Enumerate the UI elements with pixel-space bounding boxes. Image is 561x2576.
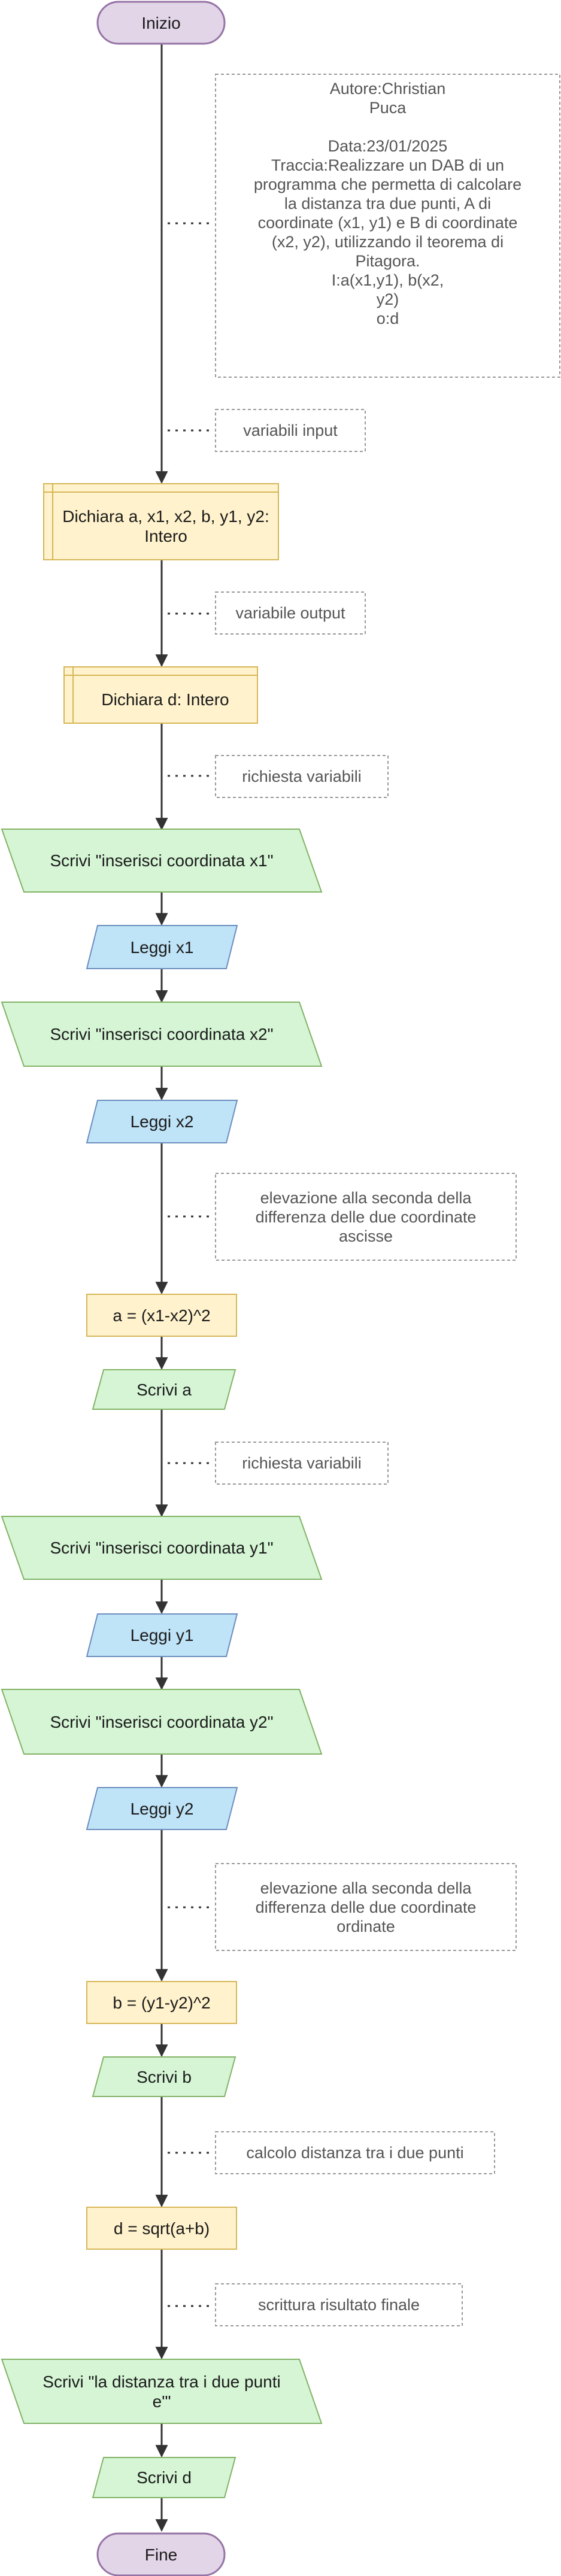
comment-author: Autore:Christian Puca Data:23/01/2025 Tr… (217, 75, 559, 376)
output-y1-label: Scrivi "inserisci coordinata y1" (50, 1539, 274, 1557)
process-b-label: b = (y1-y2)^2 (113, 1993, 211, 2012)
output-x1-label: Scrivi "inserisci coordinata x1" (50, 851, 274, 870)
author-line: Pitagora. (355, 252, 420, 270)
output-d-label: Scrivi d (137, 2468, 192, 2487)
author-line: I:a(x1,y1), b(x2, (331, 271, 444, 289)
declare-block-output (63, 666, 258, 724)
comment-box-author (215, 74, 560, 378)
process-block-b (86, 1981, 237, 2024)
start-terminal (96, 1, 226, 45)
output-y2-label: Scrivi "inserisci coordinata y2" (50, 1712, 274, 1731)
input-y1-label: Leggi y1 (130, 1626, 194, 1644)
end-label: Fine (144, 2545, 178, 2564)
output-block-x2 (1, 1002, 323, 1067)
input-block-y1 (86, 1613, 238, 1657)
output-block-msg (1, 2359, 323, 2424)
comment-box-request-x (215, 755, 389, 798)
declare-block-input (43, 483, 279, 560)
author-line: coordinate (x1, y1) e B di coordinate (257, 214, 518, 232)
comment-square-y: elevazione alla seconda della differenza… (255, 1879, 477, 1935)
comment-distance: calcolo distanza tra i due punti (246, 2144, 464, 2162)
output-msg-label: Scrivi "la distanza tra i due punti e'" (43, 2372, 281, 2411)
comment-final: scrittura risultato finale (257, 2296, 420, 2314)
comment-square-x: elevazione alla seconda della differenza… (255, 1188, 477, 1245)
comment-request-y: richiesta variabili (242, 1454, 362, 1472)
author-line: Traccia:Realizzare un DAB di un (271, 156, 505, 174)
output-block-x1 (1, 829, 323, 893)
author-line: o:d (376, 310, 399, 327)
author-line: Data:23/01/2025 (327, 137, 448, 155)
input-block-x1 (86, 925, 238, 969)
process-block-d (86, 2207, 237, 2250)
output-block-d (92, 2457, 236, 2498)
input-y2-label: Leggi y2 (130, 1799, 194, 1818)
comment-box-var-output (215, 591, 366, 635)
output-block-a (92, 1369, 236, 1410)
comment-box-final (215, 2283, 463, 2326)
output-block-y2 (1, 1689, 323, 1755)
comment-boxes (215, 74, 560, 2326)
output-block-y1 (1, 1516, 323, 1580)
author-line: Puca (369, 99, 407, 117)
author-line: y2) (376, 290, 399, 308)
comment-box-request-y (215, 1442, 389, 1485)
input-x2-label: Leggi x2 (130, 1112, 194, 1131)
input-x1-label: Leggi x1 (130, 937, 194, 957)
input-block-x2 (86, 1100, 238, 1143)
comment-box-distance (215, 2131, 495, 2174)
author-line: Autore:Christian (329, 80, 446, 98)
author-line: (x2, y2), utilizzando il teorema di (271, 233, 504, 251)
start-label: Inizio (141, 13, 181, 32)
input-block-y2 (86, 1787, 238, 1830)
output-x2-label: Scrivi "inserisci coordinata x2" (50, 1025, 274, 1043)
comment-box-square-x (215, 1173, 517, 1261)
comment-request-x: richiesta variabili (242, 767, 362, 785)
comment-var-output: variabile output (235, 604, 345, 622)
author-line: programma che permetta di calcolare (253, 175, 522, 193)
output-b-label: Scrivi b (137, 2067, 192, 2086)
end-terminal (96, 2532, 226, 2576)
declare-input-label: Dichiara a, x1, x2, b, y1, y2: Intero (62, 506, 269, 545)
comment-var-input: variabili input (243, 421, 338, 439)
output-a-label: Scrivi a (137, 1380, 192, 1399)
process-a-label: a = (x1-x2)^2 (113, 1306, 211, 1325)
author-line (217, 117, 559, 136)
output-block-b (92, 2056, 236, 2097)
comment-box-var-input (215, 409, 366, 452)
process-d-label: d = sqrt(a+b) (113, 2219, 210, 2238)
comment-box-square-y (215, 1863, 517, 1951)
declare-output-label: Dichiara d: Intero (101, 690, 229, 709)
author-line: la distanza tra due punti, A di (284, 195, 492, 213)
process-block-a (86, 1294, 237, 1337)
